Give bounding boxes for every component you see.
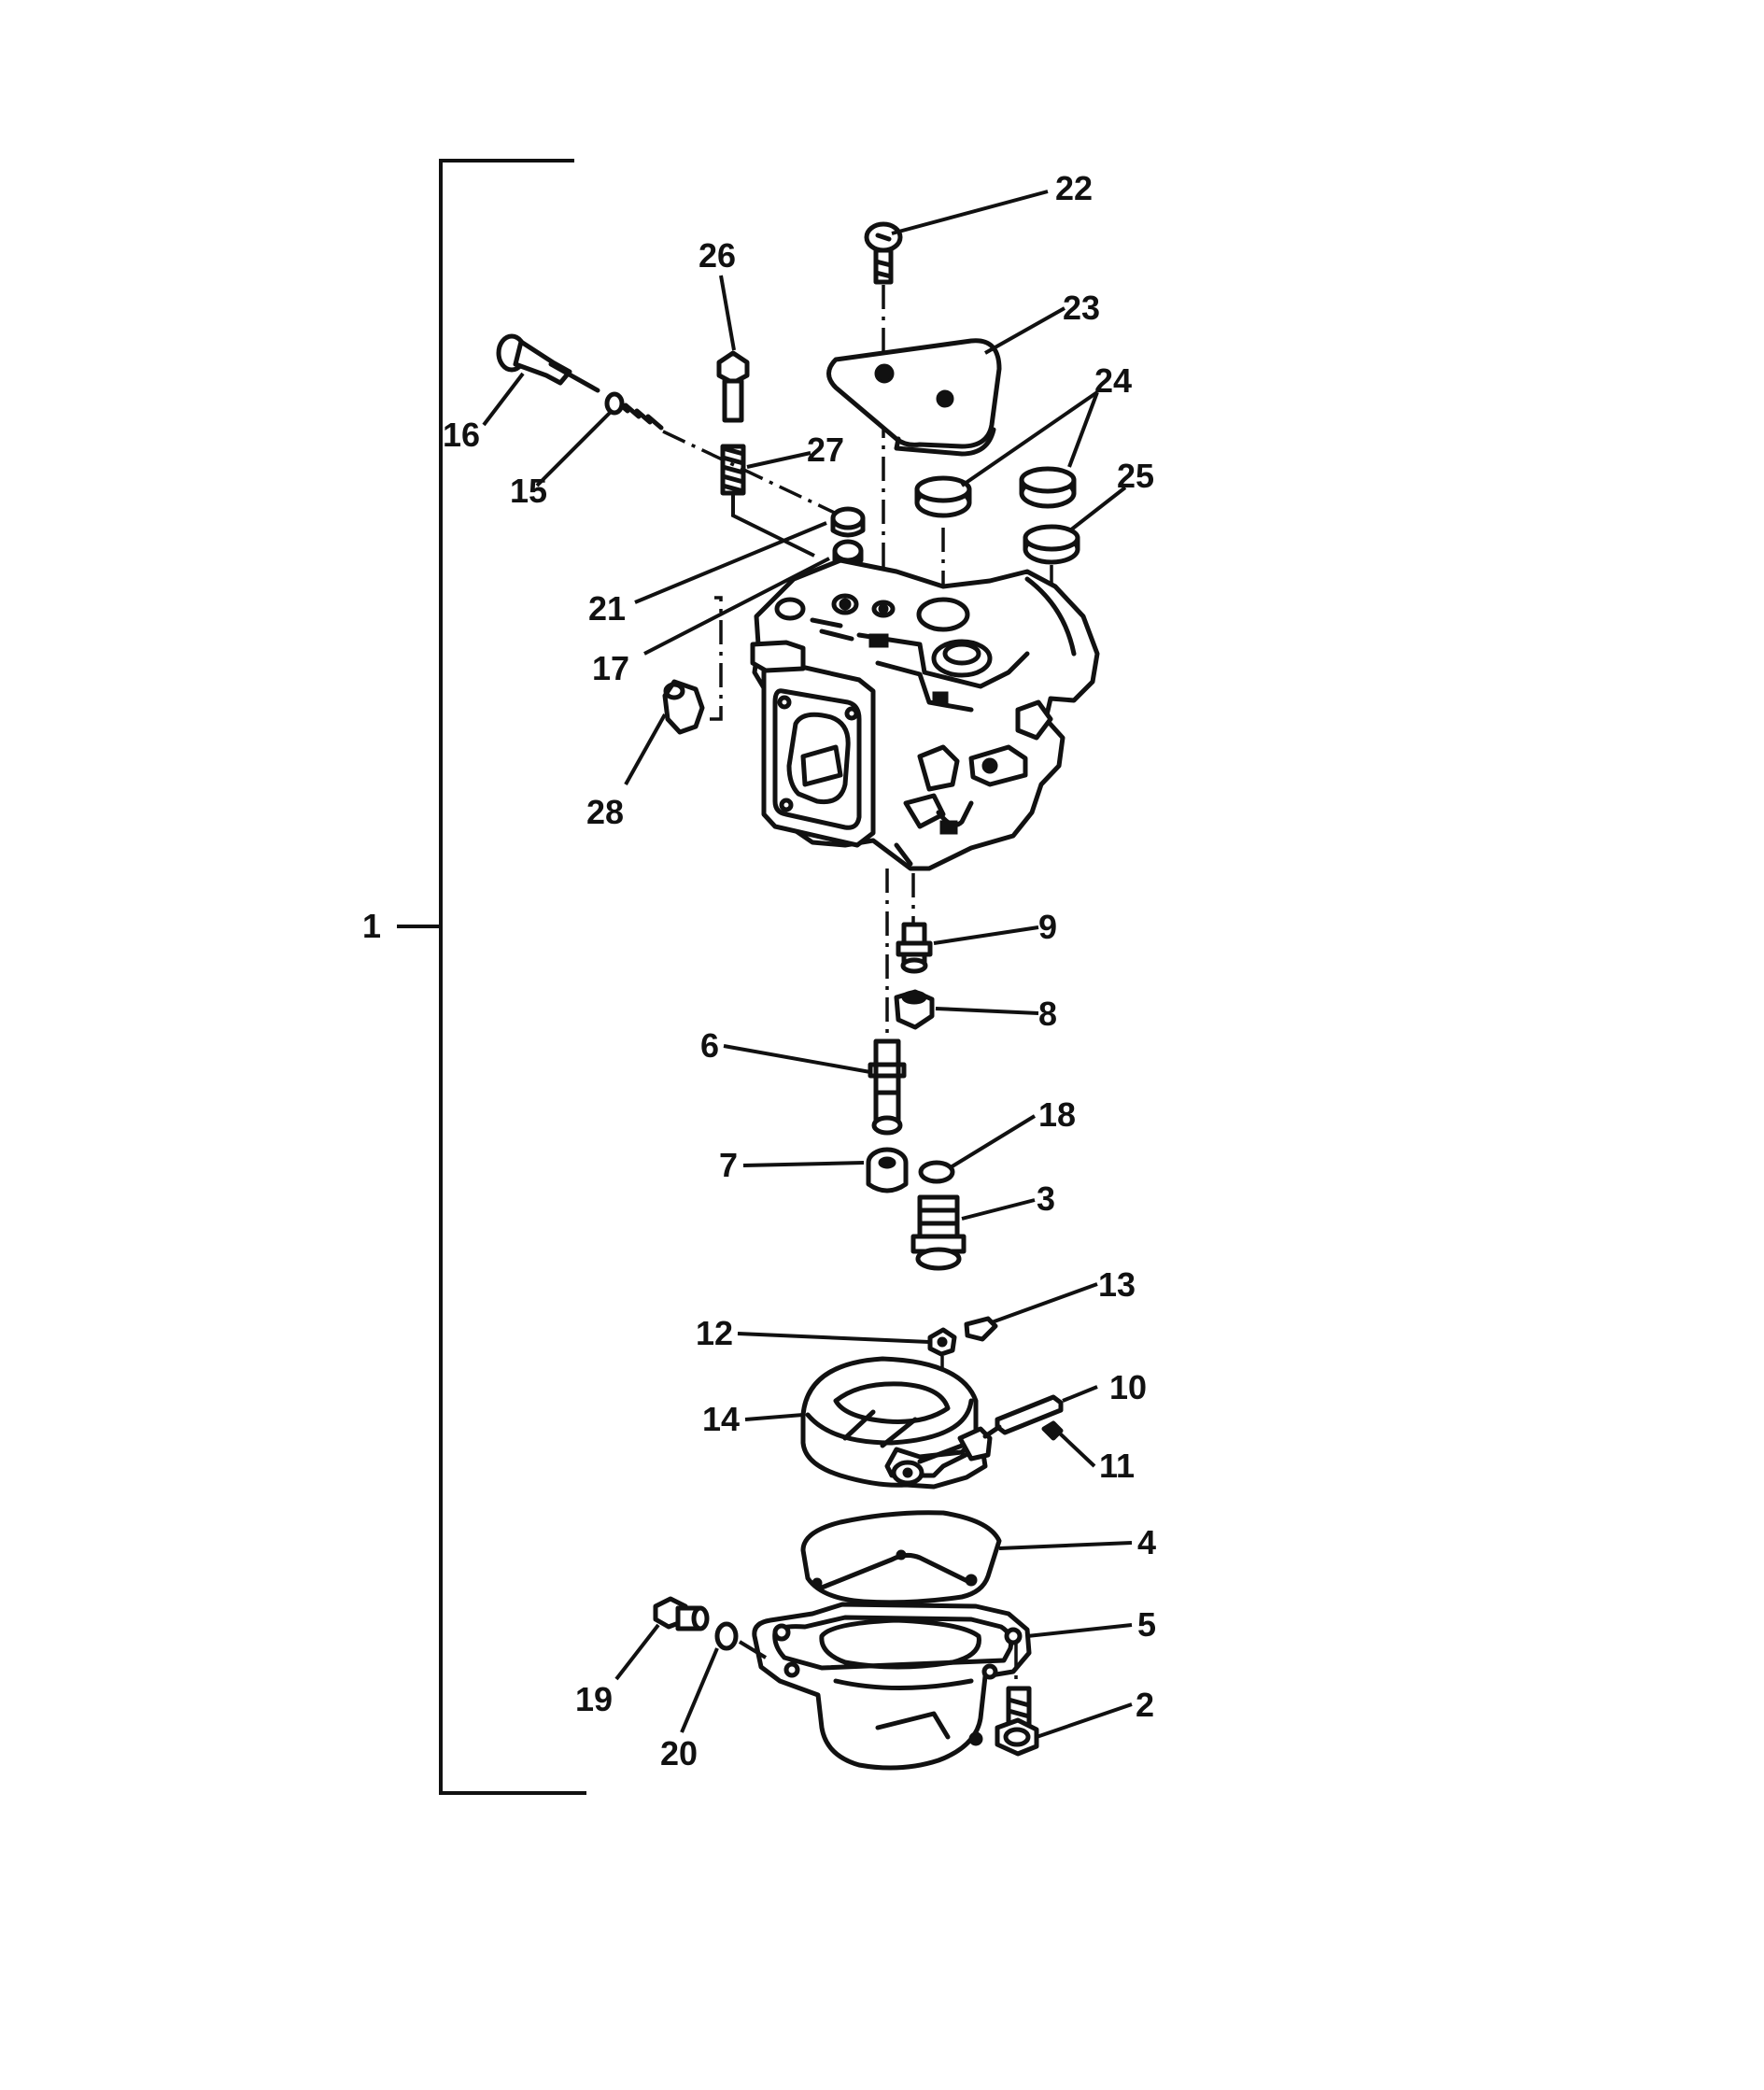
callout-9: 9	[1038, 908, 1057, 946]
part-10-pin	[982, 1394, 1064, 1439]
callout-4: 4	[1137, 1523, 1156, 1561]
callout-8: 8	[1038, 995, 1057, 1033]
callout-26: 26	[699, 236, 736, 275]
part-8-nozzle	[894, 989, 935, 1030]
callout-23: 23	[1063, 289, 1100, 327]
callout-25: 25	[1117, 457, 1154, 495]
part-13-clip	[964, 1316, 998, 1342]
callout-1: 1	[362, 907, 381, 945]
part-2-drain-screw	[995, 1686, 1039, 1757]
part-23-cover-plate	[826, 338, 1002, 457]
part-22-screw	[864, 221, 903, 285]
callout-20: 20	[660, 1734, 698, 1772]
part-25-plug	[1023, 524, 1080, 565]
callout-6: 6	[700, 1026, 719, 1065]
callout-3: 3	[1037, 1179, 1055, 1218]
callout-14: 14	[702, 1400, 740, 1438]
part-15-spring	[604, 391, 664, 431]
callout-labels: 1 2 3 4 5 6 7 8 9 10 11 12 13 14 15 16 1…	[362, 169, 1156, 1772]
carburetor-body	[750, 558, 1100, 871]
callout-15: 15	[510, 472, 547, 510]
callout-19: 19	[575, 1680, 613, 1718]
callout-17: 17	[592, 649, 629, 687]
assembly-bracket	[397, 159, 586, 1795]
callout-12: 12	[696, 1314, 733, 1352]
part-6-needle	[868, 1038, 907, 1136]
callout-22: 22	[1055, 169, 1093, 207]
callout-10: 10	[1109, 1368, 1147, 1406]
part-18-o-ring	[918, 1160, 955, 1184]
callout-24: 24	[1094, 361, 1132, 400]
callout-2: 2	[1136, 1686, 1154, 1724]
callout-18: 18	[1038, 1095, 1076, 1134]
part-9-jet	[896, 922, 933, 974]
callout-7: 7	[719, 1146, 738, 1184]
part-5-float-bowl	[752, 1602, 1032, 1771]
part-26-bolt	[716, 350, 750, 423]
callout-11: 11	[1099, 1447, 1135, 1485]
part-12-bolt	[927, 1327, 957, 1357]
part-21-cap	[830, 506, 866, 538]
callout-27: 27	[807, 431, 844, 469]
part-3-jet-holder	[910, 1194, 967, 1271]
part-11-screw	[1041, 1420, 1064, 1441]
part-20-gasket	[714, 1621, 739, 1651]
part-14-float	[800, 1356, 993, 1490]
callout-13: 13	[1098, 1265, 1136, 1304]
callout-28: 28	[586, 793, 624, 831]
part-24-plugs	[914, 466, 1077, 518]
part-16-screw	[496, 333, 600, 393]
callout-16: 16	[443, 416, 480, 454]
part-19-plug	[653, 1596, 710, 1631]
part-28-plug	[662, 679, 705, 735]
callout-5: 5	[1137, 1605, 1156, 1644]
part-7-seat	[866, 1147, 909, 1193]
callout-21: 21	[588, 589, 626, 628]
part-4-gasket	[800, 1510, 1002, 1605]
leader-lines	[482, 190, 1133, 1739]
